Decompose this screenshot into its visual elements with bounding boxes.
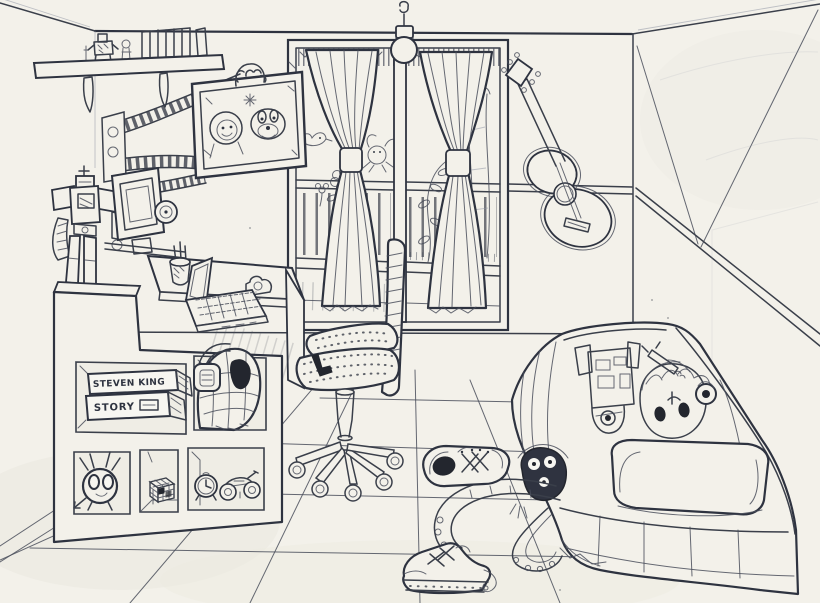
sneaker-upright bbox=[402, 542, 497, 595]
bed bbox=[510, 321, 800, 596]
pencil-cup bbox=[169, 241, 191, 286]
ceiling-lamp bbox=[390, 0, 418, 64]
curtain-tieback-right bbox=[445, 149, 471, 177]
robot-fin bbox=[52, 217, 71, 261]
bookcase: STEVEN KING STORY bbox=[52, 281, 284, 544]
shelf-bracket bbox=[82, 76, 94, 113]
tentacle-gripper bbox=[234, 63, 267, 87]
picture-sparkle bbox=[243, 93, 257, 107]
book-spine-bottom: STORY bbox=[94, 402, 135, 414]
sneaker-on-side bbox=[422, 444, 511, 488]
room-walls bbox=[0, 0, 820, 563]
book-spine-top: STEVEN KING bbox=[93, 377, 166, 390]
toy-motorcycle bbox=[219, 470, 261, 501]
guitar bbox=[501, 52, 616, 251]
picture-dog bbox=[250, 108, 286, 140]
curtain-right bbox=[418, 50, 494, 314]
window bbox=[286, 38, 510, 332]
shelf-bracket bbox=[158, 72, 169, 108]
chair-post bbox=[335, 388, 355, 442]
rubiks-cube bbox=[148, 477, 176, 505]
chair-base bbox=[288, 441, 404, 502]
laptop bbox=[184, 256, 269, 333]
spider-toy bbox=[73, 451, 121, 511]
plant-vine bbox=[418, 159, 451, 263]
office-chair bbox=[288, 238, 407, 502]
stephen-king-books: STEVEN KING STORY bbox=[84, 368, 193, 422]
spiderman-bust bbox=[193, 342, 262, 432]
curtain-tieback-left bbox=[339, 147, 363, 173]
crt-monitor bbox=[110, 166, 166, 255]
headphones bbox=[193, 342, 231, 392]
pillow bbox=[610, 438, 770, 517]
tentacle-monster bbox=[433, 444, 569, 573]
wall-shelf bbox=[32, 27, 226, 113]
alarm-clock bbox=[194, 472, 218, 501]
tentacle-large bbox=[433, 478, 561, 558]
bed-skirt bbox=[561, 515, 741, 579]
armrest-bracket bbox=[311, 353, 333, 377]
framed-picture bbox=[190, 63, 308, 180]
speaker bbox=[154, 200, 178, 224]
shelf-figurines bbox=[83, 33, 132, 63]
r2d2-art bbox=[574, 341, 641, 434]
picture-boy bbox=[209, 111, 244, 159]
hutch-tower bbox=[101, 111, 127, 183]
caster-wheel bbox=[288, 452, 404, 502]
curtain-left bbox=[304, 48, 382, 312]
tentacle-curl bbox=[511, 507, 563, 573]
